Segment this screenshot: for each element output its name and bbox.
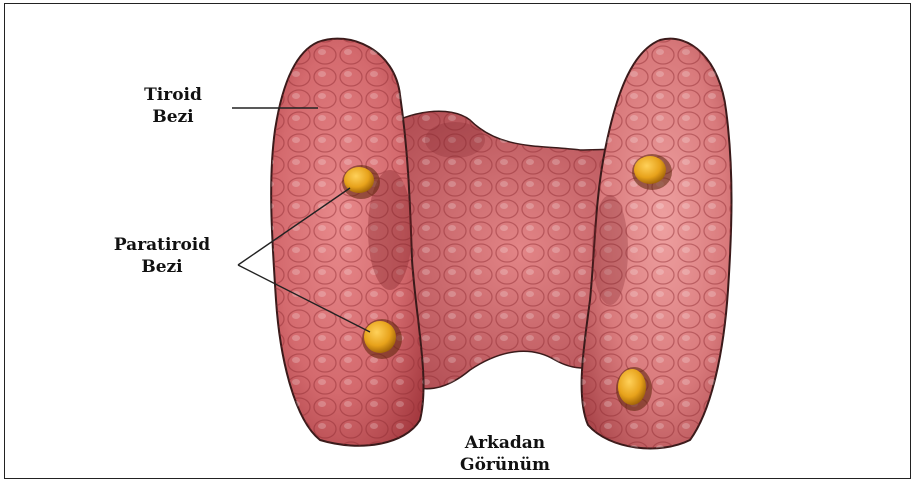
parathyroid-gland-upper-right xyxy=(632,154,672,190)
parathyroid-gland-lower-right xyxy=(616,367,652,411)
view-label-line1: Arkadan xyxy=(455,432,555,454)
view-label: Arkadan Görünüm xyxy=(455,432,555,476)
parathyroid-label-line1: Paratiroid xyxy=(110,234,214,256)
thyroid-label-line1: Tiroid xyxy=(128,84,218,106)
thyroid-label-line2: Bezi xyxy=(128,106,218,128)
parathyroid-gland-upper-left xyxy=(342,165,380,199)
thyroid-label: Tiroid Bezi xyxy=(128,84,218,128)
parathyroid-gland-lower-left xyxy=(362,319,402,359)
parathyroid-label-line2: Bezi xyxy=(110,256,214,278)
parathyroid-label: Paratiroid Bezi xyxy=(110,234,214,278)
view-label-line2: Görünüm xyxy=(455,454,555,476)
